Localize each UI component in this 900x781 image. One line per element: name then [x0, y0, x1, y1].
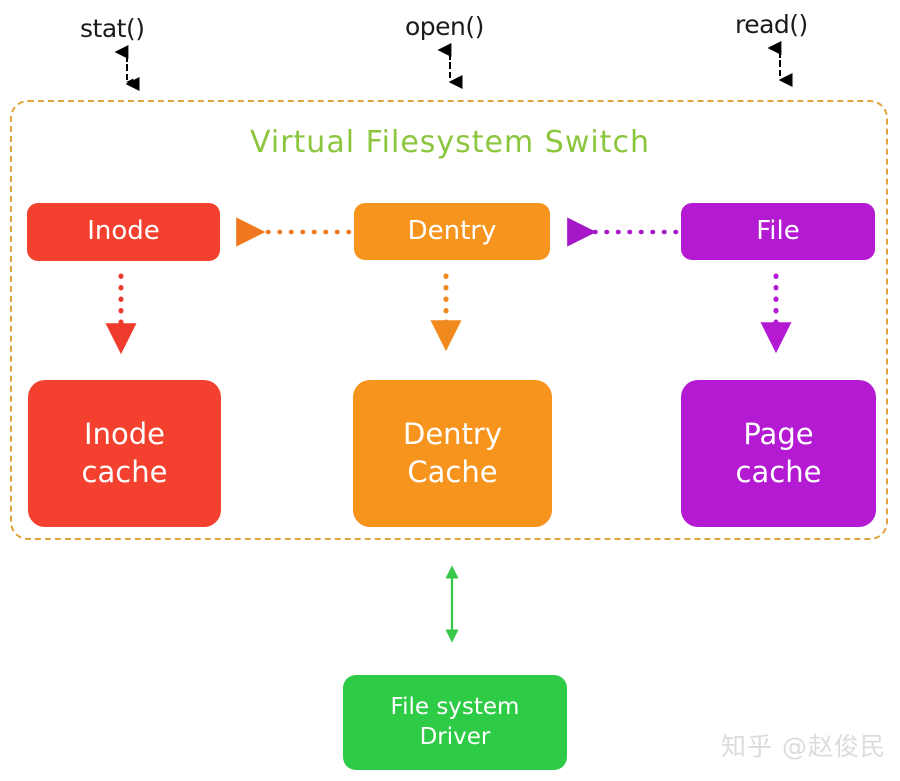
node-file-system-driver[interactable]: File system Driver: [343, 675, 567, 770]
node-dentry[interactable]: Dentry: [354, 203, 550, 260]
node-inode[interactable]: Inode: [27, 203, 220, 261]
node-inode-cache[interactable]: Inode cache: [28, 380, 221, 527]
vfs-title: Virtual Filesystem Switch: [250, 125, 650, 160]
syscall-label-stat: stat(): [80, 14, 145, 43]
node-dentry-cache[interactable]: Dentry Cache: [353, 380, 552, 527]
watermark: 知乎 @赵俊民: [721, 732, 886, 761]
vfs-container: [10, 100, 888, 540]
node-file[interactable]: File: [681, 203, 875, 260]
syscall-label-open: open(): [405, 12, 484, 41]
node-page-cache[interactable]: Page cache: [681, 380, 876, 527]
syscall-label-read: read(): [735, 10, 808, 39]
